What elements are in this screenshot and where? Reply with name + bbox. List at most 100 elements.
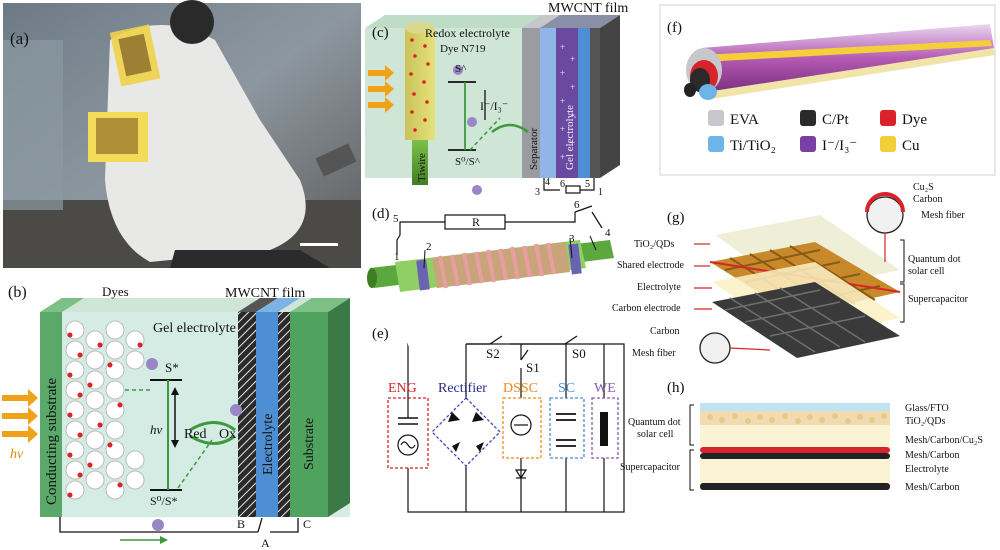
panel-c-tag: (c) (372, 25, 389, 41)
c-s0-s: S⁰/S^ (455, 156, 481, 168)
g-mesh-bottom: Mesh fiber (632, 348, 676, 359)
h-qdsc: Quantum dot (628, 417, 681, 428)
f-legend-label: Dye (902, 112, 927, 128)
e-sc-box (549, 397, 585, 459)
b-s0-sstar: S⁰/S* (150, 494, 178, 508)
g-tio2: TiO₂/QDs (634, 239, 674, 250)
e-s2: S2 (486, 346, 500, 361)
d-n5: 5 (393, 213, 399, 225)
panel-g-tag: (g) (667, 210, 685, 226)
f-legend-swatch (880, 110, 896, 126)
c-n6: 6 (560, 179, 565, 190)
b-s-star: S* (165, 360, 179, 375)
b-gel-electrolyte-label: Gel electrolyte (153, 321, 236, 336)
d-n3: 3 (569, 233, 575, 245)
g-top-fiber-cross-section (866, 196, 904, 234)
phone (315, 143, 357, 177)
c-separator-label: Separator (528, 128, 540, 170)
g-carbon-top: Carbon (913, 194, 942, 205)
e-rectifier: Rectifier (438, 381, 487, 396)
svg-text:+: + (560, 42, 565, 52)
svg-text:+: + (570, 110, 575, 120)
b-electrolyte-label: Electrolyte (261, 414, 276, 475)
g-qdsc2: solar cell (908, 266, 945, 277)
e-we: WE (594, 381, 616, 396)
c-gel-label: Gel electrolyte (564, 105, 576, 170)
b-hv-light: hv (10, 447, 24, 462)
f-legend-label: Cu (902, 138, 920, 154)
b-light-arrows (2, 389, 38, 443)
svg-text:+: + (570, 138, 575, 148)
c-n4: 4 (545, 177, 550, 188)
b-hv-inner: hv (150, 422, 163, 437)
c-mwcnt-label: MWCNT film (548, 1, 628, 16)
h-qdsc2: solar cell (637, 429, 674, 440)
panel-a-tag: (a) (10, 29, 29, 48)
c-s-caret: S^ (455, 63, 467, 75)
e-s0: S0 (572, 346, 586, 361)
g-electrolyte: Electrolyte (637, 282, 681, 293)
b-node-c: C (303, 517, 311, 531)
b-conducting-substrate-label: Conducting substrate (44, 378, 60, 505)
c-dye-label: Dye N719 (440, 43, 486, 55)
h-mesh-carbon-1 (700, 453, 890, 459)
g-carbon-mesh (712, 282, 900, 358)
scale-bar (300, 243, 338, 246)
h-mesh-carbon-2 (700, 483, 890, 490)
b-electron-icon-2 (230, 404, 242, 416)
h-glass-fto (700, 403, 890, 411)
b-conducting-substrate (40, 312, 62, 517)
b-substrate-label: Substrate (302, 418, 317, 470)
f-legend-label: C/Pt (822, 112, 850, 128)
panel-e-tag: (e) (372, 326, 389, 342)
c-n5: 5 (585, 179, 590, 190)
h-tio2: TiO₂/QDs (905, 416, 945, 427)
panel-e: (e) S2 S1 S0 ENG Rectifier DSSC SC WE (372, 326, 625, 513)
person-shirt (105, 25, 306, 262)
e-eng: ENG (388, 381, 417, 396)
c-light-arrows (368, 65, 394, 113)
panel-h-tag: (h) (667, 380, 685, 396)
g-bottom-fiber-cross-section (699, 332, 731, 364)
c-mwcnt-film (590, 28, 600, 178)
g-cu2s: Cu₂S (913, 182, 934, 193)
f-legend-swatch (800, 136, 816, 152)
d-n2: 2 (426, 241, 432, 253)
b-node-a: A (261, 536, 270, 550)
panel-b: hv (b) Dyes Gel electrolyte MWCNT film S… (2, 284, 350, 550)
h-mesh-carbon-cu2s (700, 447, 890, 453)
h-supercap: Supercapacitor (620, 462, 681, 473)
e-dssc-box (502, 397, 542, 459)
b-electron-icon (146, 358, 158, 370)
b-external-circuit (59, 517, 258, 533)
g-supercap: Supercapacitor (908, 294, 969, 305)
e-sc: SC (558, 381, 575, 396)
svg-text:+: + (570, 54, 575, 64)
panel-h: (h) Quantum dot solar cell Supercapacito… (620, 380, 983, 493)
f-legend-swatch (800, 110, 816, 126)
panel-c: +++ +++ +++ (c) Redox electrolyte MWCNT … (365, 1, 628, 198)
b-electrolyte (256, 312, 278, 517)
h-electrolyte: Electrolyte (905, 464, 949, 475)
panel-a: (a) (3, 0, 361, 268)
panel-d: (d) R 5 6 1 2 3 4 (367, 199, 614, 292)
f-legend-swatch (880, 136, 896, 152)
f-cable (702, 24, 994, 92)
h-mc1: Mesh/Carbon (905, 450, 959, 461)
b-electron-icon-3 (152, 519, 164, 531)
g-shared: Shared electrode (617, 260, 684, 271)
svg-text:+: + (560, 68, 565, 78)
g-mesh-top: Mesh fiber (921, 210, 965, 221)
b-ox-label: Ox (219, 427, 236, 442)
c-tiwire-label: Tiwire (416, 153, 428, 182)
b-red-label: Red (184, 427, 207, 442)
h-mc2: Mesh/Carbon (905, 482, 959, 493)
g-carbon-electrode: Carbon electrode (612, 303, 681, 314)
e-we-box (591, 397, 619, 459)
h-glass: Glass/FTO (905, 403, 949, 414)
b-mwcnt-label: MWCNT film (225, 286, 305, 301)
c-gel-electrolyte (556, 28, 578, 178)
svg-text:+: + (560, 96, 565, 106)
